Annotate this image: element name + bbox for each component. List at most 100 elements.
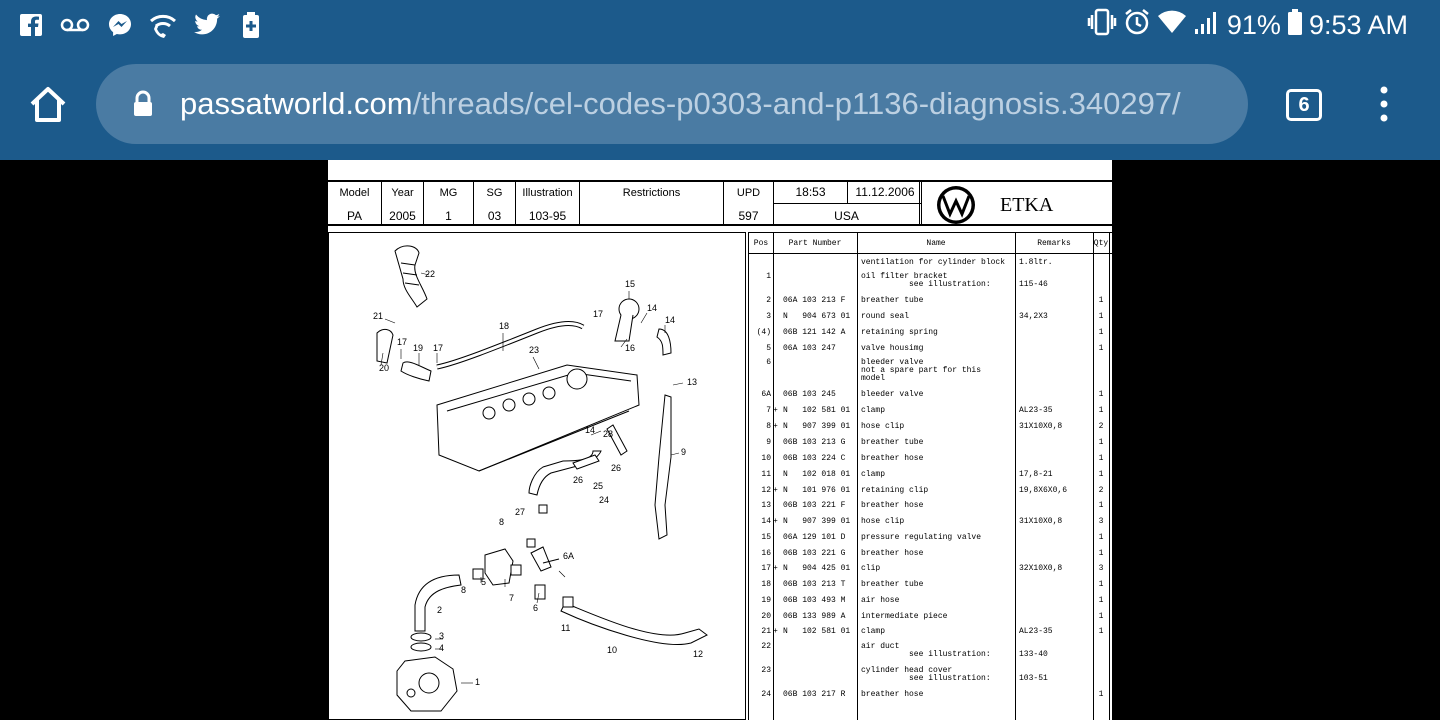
home-icon[interactable] [26, 84, 70, 124]
cell-rem: 17,8-21 [1019, 470, 1053, 479]
cell-qty: 1 [1098, 627, 1104, 636]
diagram-callout: 16 [625, 343, 635, 353]
cell-pos: 14 [761, 517, 771, 526]
signal-icon [1193, 9, 1221, 42]
diagram-callout: 17 [397, 337, 407, 347]
diagram-callout: 18 [499, 321, 509, 331]
cell-mark: + [773, 406, 778, 415]
diagram-callout: 21 [373, 311, 383, 321]
cell-pn: 06B 103 213 G [783, 438, 846, 447]
diagram-callout: 17 [433, 343, 443, 353]
diagram-callout: 19 [413, 343, 423, 353]
cell-pos: 16 [761, 549, 771, 558]
cell-qty: 1 [1098, 580, 1104, 589]
cell-rem: 31X10X0,8 [1019, 517, 1063, 526]
col-qty: Qty [1093, 239, 1109, 248]
diagram-callout: 13 [687, 377, 697, 387]
cell-rem: 19,8X6X0,6 [1019, 486, 1068, 495]
cell-pn: N 102 581 01 [783, 627, 851, 636]
parts-table: Pos Part Number Name Remarks Qty ventila… [748, 232, 1112, 720]
diagram-callout: 8 [461, 585, 466, 595]
cell-pn: N 101 976 01 [783, 486, 851, 495]
cell-pos: 18 [761, 580, 771, 589]
diagram-callout: 20 [379, 363, 389, 373]
cell-pn: N 102 018 01 [783, 470, 851, 479]
col-pos: Pos [753, 239, 769, 248]
cell-name: hose clip [861, 422, 905, 431]
cell-pn: 06B 103 224 C [783, 454, 846, 463]
cell-mark: + [773, 486, 778, 495]
cell-pn: 06B 103 221 G [783, 549, 846, 558]
col-name: Name [926, 239, 946, 248]
cell-name: breather tube [861, 438, 924, 447]
clock: 9:53 AM [1308, 10, 1408, 40]
cell-pn: 06B 103 221 F [783, 501, 846, 510]
diagram-callout: 26 [573, 475, 583, 485]
cell-pos: 21 [761, 627, 771, 636]
cell-name: retaining clip [861, 486, 929, 495]
cell-name: oil filter bracket [861, 272, 948, 281]
cell-qty: 1 [1098, 406, 1104, 415]
cell-qty: 3 [1098, 564, 1104, 573]
diagram-callout: 14 [647, 303, 657, 313]
cell-pos: 9 [766, 438, 771, 447]
cell-name3: model [861, 374, 886, 383]
tab-switcher-button[interactable]: 6 [1286, 89, 1322, 121]
cell-pn: 06B 103 493 M [783, 596, 846, 605]
cell-pos: 5 [766, 344, 771, 353]
cell-rem: 133-40 [1019, 650, 1048, 659]
cell-qty: 1 [1098, 390, 1104, 399]
cell-pn: N 904 673 01 [783, 312, 851, 321]
lock-icon[interactable] [132, 90, 154, 122]
diagram-callout: 6A [563, 551, 574, 561]
url-host: passatworld.com [180, 86, 413, 121]
cell-qty: 1 [1098, 312, 1104, 321]
cell-name: breather tube [861, 296, 924, 305]
cell-qty: 1 [1098, 690, 1104, 699]
diagram-callout: 25 [593, 481, 603, 491]
wifi-call-icon [146, 11, 180, 39]
battery-icon [1287, 8, 1303, 43]
cell-pn: 06B 133 989 A [783, 612, 846, 621]
cell-name2: see illustration: [861, 280, 991, 289]
cell-mark: + [773, 422, 778, 431]
messenger-icon [106, 11, 134, 39]
alarm-icon [1123, 8, 1151, 43]
cell-pn: 06A 129 101 D [783, 533, 846, 542]
status-bar: 91% 9:53 AM [0, 0, 1440, 50]
cell-qty: 2 [1098, 486, 1104, 495]
cell-qty: 2 [1098, 422, 1104, 431]
cell-pn: N 904 425 01 [783, 564, 851, 573]
cell-pos: 10 [761, 454, 771, 463]
cell-qty: 1 [1098, 296, 1104, 305]
diagram-callout: 28 [603, 429, 613, 439]
address-bar[interactable]: passatworld.com/threads/cel-codes-p0303-… [96, 64, 1248, 144]
overflow-menu-icon[interactable] [1376, 86, 1392, 122]
cell-pn: 06A 103 213 F [783, 296, 846, 305]
cell-qty: 1 [1098, 549, 1104, 558]
diagram-callout: 26 [611, 463, 621, 473]
diagram-callout: 24 [599, 495, 609, 505]
cell-mark: + [773, 627, 778, 636]
diagram-callout: 14 [585, 425, 595, 435]
vibrate-icon [1087, 8, 1117, 43]
cell-name: breather hose [861, 690, 924, 699]
cell-pos: 7 [766, 406, 771, 415]
url-text[interactable]: passatworld.com/threads/cel-codes-p0303-… [180, 86, 1181, 122]
diagram-callout: 27 [515, 507, 525, 517]
cell-name: clip [861, 564, 881, 573]
cell-pn: 06A 103 247 [783, 344, 836, 353]
